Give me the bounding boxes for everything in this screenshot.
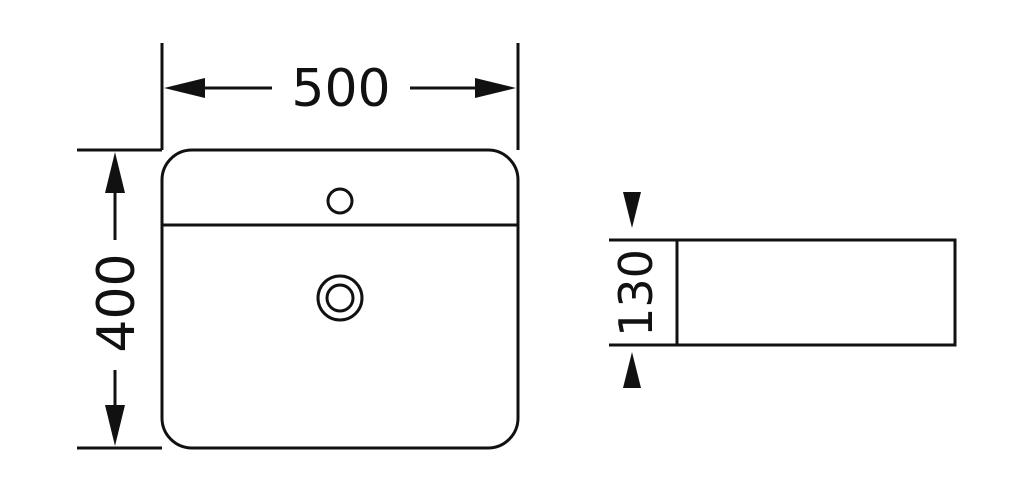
basin-top-view-outline: [160, 148, 520, 450]
depth-dimension-label: 130: [609, 249, 663, 337]
depth-arrow-down-icon: [623, 192, 641, 228]
drain-outer: [316, 274, 364, 322]
arrow-up-icon: [105, 152, 125, 193]
width-dimension-label: 500: [291, 59, 390, 119]
height-dimension-label: 400: [87, 253, 147, 352]
arrow-right-icon: [475, 78, 516, 98]
basin-side-view-outline: [675, 238, 957, 347]
arrow-left-icon: [164, 78, 205, 98]
depth-arrow-up-icon: [623, 352, 641, 388]
drain-inner: [325, 283, 355, 313]
arrow-down-icon: [105, 405, 125, 446]
faucet-hole: [326, 187, 354, 215]
